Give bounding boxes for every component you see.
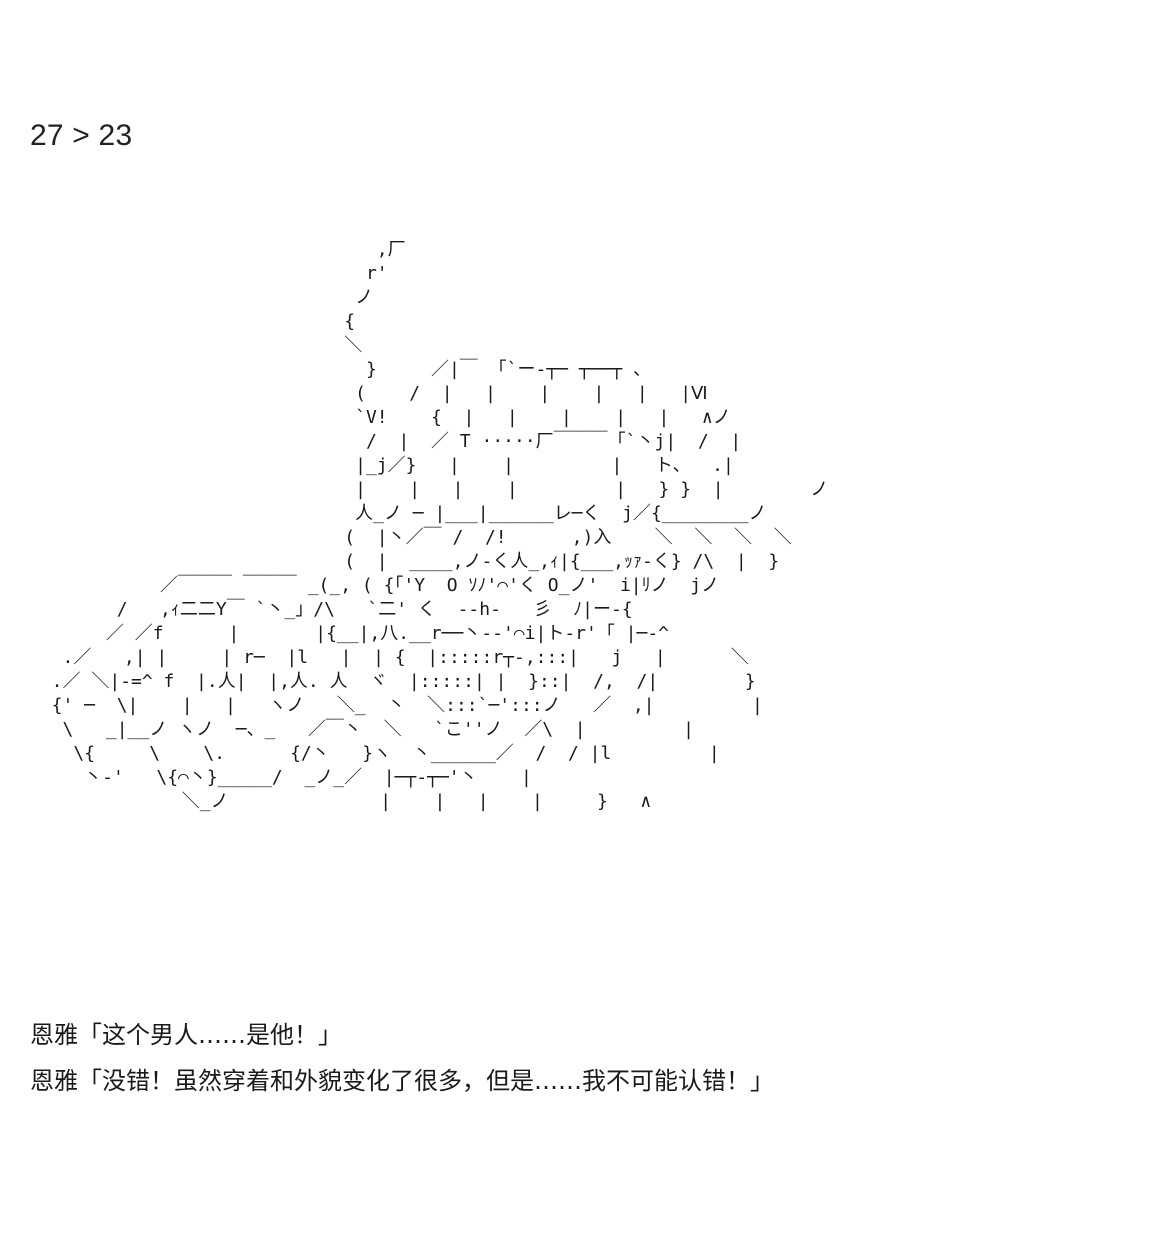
ascii-art-line: |_j／} | | | ト、 .| [30, 455, 734, 476]
ascii-art-line: ノ [30, 287, 374, 308]
ascii-art-line: ( |丶／￣ / /! ,)入 ＼ ＼ ＼ ＼ [30, 527, 792, 548]
ascii-art-line: | | | | | } } | ノ [30, 479, 829, 500]
ascii-art-line: { [30, 311, 356, 332]
ascii-art-line: } ／|￣ 「`ー‐┬─ ┬──┬ 、 [30, 359, 652, 380]
ascii-art-line: \ _|__ノ ヽノ ─、_ ／￣丶 ＼ `こ''ノ ／\ | | [30, 719, 695, 740]
ascii-art-line: ( | ____,ノ-く人_,ｨ|{___,ｯｧ-く} /\ | } [30, 551, 780, 572]
ascii-art-line: ／￣￣￣ ￣￣￣ _(_, ( {「'Y O ｿﾉ'⌒'く O_ノ' i|ﾘノ … [30, 575, 720, 596]
page-indicator: 27 > 23 [30, 119, 133, 152]
ascii-art-line: ( / | | | | | |Ⅵ [30, 383, 708, 404]
ascii-art-line: ＼ [30, 335, 363, 356]
ascii-art-line: .／ ,| | | r─ |l | | { |:::::r┬‐,:::| j |… [30, 647, 749, 668]
dialogue-line-2: 恩雅「没错！虽然穿着和外貌变化了很多，但是……我不可能认错！」 [30, 1067, 774, 1095]
dialogue-line-1: 恩雅「这个男人……是他！」 [30, 1021, 342, 1049]
dialogue-block: 恩雅「这个男人……是他！」 恩雅「没错！虽然穿着和外貌变化了很多，但是……我不可… [30, 1012, 1130, 1104]
ascii-art-line: `V! { | | | | | ∧ノ [30, 407, 731, 428]
ascii-art-line: / | ／ T ·····厂￣￣￣「`丶j| / | [30, 431, 742, 452]
ascii-art-line: r' [30, 263, 388, 284]
ascii-art-line: 丶-' \{⌒丶}_____/ _ノ_／ |─┬-┬─'丶 | [30, 767, 532, 788]
ascii-art-line: 人_ノ ─ |___|______レ─く j／{________ノ [30, 503, 767, 524]
ascii-art-line: .／ ＼|-=^ f |.人| |,人. 人 ヾ |:::::| | }::| … [30, 671, 756, 692]
ascii-art-line: \{ \ \. {/丶 }ヽ 丶______／ / / |l | [30, 743, 720, 764]
ascii-art-line: ／ ／f | |{__|,八.__r──丶-‐'⌒i|ト-r'「 |─-^ [30, 623, 670, 644]
ascii-art: ,厂 r' ノ { ＼ } ／|￣ 「`ー‐┬─ ┬──┬ 、 [30, 238, 930, 814]
ascii-art-line: / ,ｨ二二Y￣ `丶_」/\ `二' く --h- 彡 ﾉ|ー-{ [30, 599, 633, 620]
ascii-art-line: ＼_ノ | | | | } ∧ [30, 791, 652, 812]
ascii-art-line: {' ─ \| | | ヽノ ＼_ 丶 ＼:::`─':::ノ ／ ,| | [30, 695, 763, 716]
ascii-art-line: ,厂 [30, 239, 406, 260]
ascii-art-panel: ,厂 r' ノ { ＼ } ／|￣ 「`ー‐┬─ ┬──┬ 、 [30, 238, 930, 1008]
